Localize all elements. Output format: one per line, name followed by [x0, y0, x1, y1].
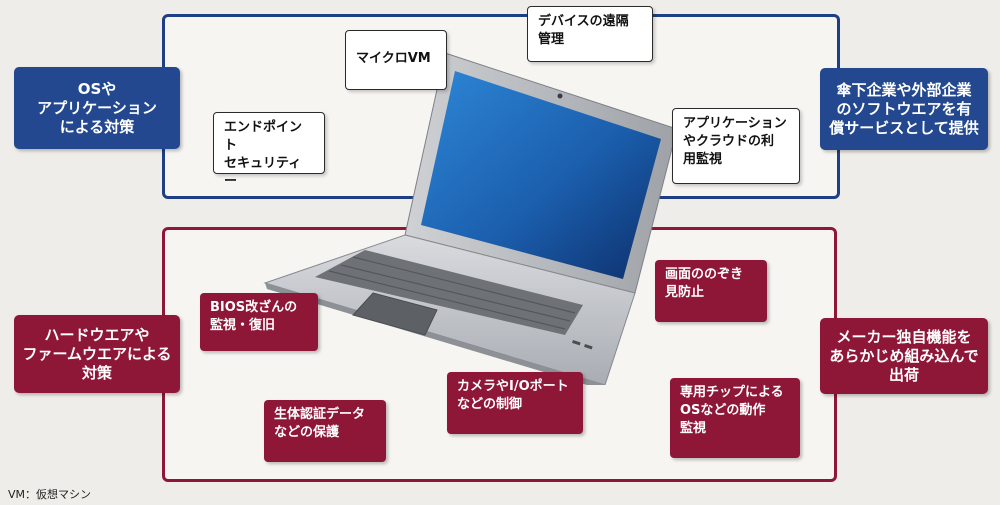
item-chip-os-monitoring: 専用チップによる OSなどの動作 監視: [670, 378, 800, 458]
item-privacy-screen: 画面ののぞき 見防止: [655, 260, 767, 322]
item-remote-device-management: デバイスの遠隔 管理: [527, 6, 653, 62]
usb-port: [584, 344, 593, 350]
item-micro-vm: マイクロVM: [345, 30, 447, 90]
item-camera-io-port-control: カメラやI/Oポート などの制御: [447, 372, 583, 434]
item-endpoint-security: エンドポイント セキュリティー: [213, 112, 325, 189]
item-biometric-data-protection: 生体認証データ などの保護: [264, 400, 386, 462]
vendor-builtin-label: メーカー独自機能を あらかじめ組み込んで 出荷: [820, 318, 988, 394]
keyboard-keys: [328, 256, 576, 330]
usb-port: [572, 340, 581, 346]
software-provider-label: 傘下企業や外部企業 のソフトウエアを有 償サービスとして提供: [820, 68, 988, 150]
hardware-measures-label: ハードウエアや ファームウエアによる 対策: [14, 315, 180, 393]
item-bios-tamper-monitoring: BIOS改ざんの 監視・復旧: [200, 293, 318, 351]
item-app-cloud-monitoring: アプリケーション やクラウドの利 用監視: [672, 108, 800, 184]
keyboard: [315, 250, 583, 335]
laptop-base-edge: [265, 283, 605, 385]
touchpad: [352, 292, 438, 336]
software-measures-label: OSや アプリケーション による対策: [14, 67, 180, 149]
footnote: VM：仮想マシン: [8, 488, 92, 501]
laptop-illustration: [263, 52, 678, 385]
camera-icon: [557, 93, 563, 99]
laptop-screen: [421, 71, 661, 279]
